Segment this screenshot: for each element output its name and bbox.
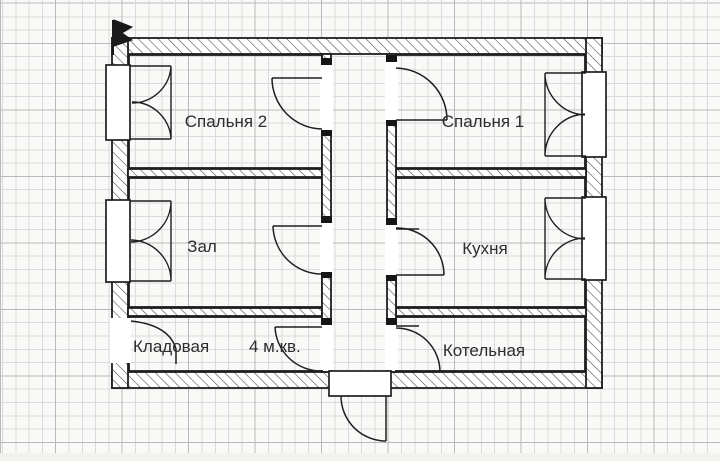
window-bedroom1	[544, 71, 607, 158]
label-storage: Кладовая	[133, 337, 209, 356]
walls	[111, 37, 603, 389]
door-boiler	[395, 325, 441, 373]
door-storage-exterior	[130, 320, 177, 364]
wall-mid-lower-left	[127, 307, 323, 317]
door-swing-arc	[271, 77, 323, 130]
window-sill	[581, 196, 607, 281]
door-swing-arc	[395, 67, 448, 121]
wall-bottom-left	[111, 371, 331, 389]
door-swing-arc	[130, 320, 177, 350]
door-jambs	[321, 55, 397, 325]
window-sill	[105, 64, 131, 141]
door-swing-arc	[274, 326, 322, 372]
door-swing-arc	[395, 327, 441, 373]
wall-mid-lower-right	[395, 307, 587, 317]
window-casement-arcs	[544, 197, 586, 280]
door-leaf	[396, 228, 444, 276]
window-bedroom2	[105, 64, 172, 141]
wall-bottom-right	[389, 371, 603, 389]
wall-mid-upper-right	[395, 168, 587, 178]
corner-flag-icon	[112, 19, 134, 55]
window-sill	[581, 71, 607, 158]
label-kitchen: Кухня	[462, 239, 508, 258]
wall-mid-upper-left	[127, 168, 323, 178]
label-bedroom2: Спальня 2	[185, 112, 268, 131]
window-casement-arcs	[130, 65, 172, 140]
door-bedroom1	[395, 67, 448, 121]
label-bedroom1: Спальня 1	[442, 112, 525, 131]
window-casement-arcs	[544, 72, 586, 157]
room-labels: Спальня 2 Спальня 1 Зал Кухня Кладовая 4…	[133, 112, 525, 360]
door-storage-corridor	[274, 326, 322, 372]
door-bedroom2	[271, 77, 323, 130]
label-storage-area: 4 м.кв.	[249, 337, 301, 356]
door-swing-arc	[272, 225, 323, 275]
door-swing-arc	[395, 227, 445, 276]
entrance-door-swing-arc	[340, 395, 387, 442]
wall-corridor-left	[321, 53, 332, 373]
room-hall	[128, 177, 323, 308]
window-casement-arcs	[130, 200, 172, 282]
door-hall	[272, 225, 323, 275]
room-outlines	[128, 54, 586, 372]
label-boiler: Котельная	[443, 341, 525, 360]
window-sill	[105, 199, 131, 283]
wall-top	[111, 37, 603, 55]
entrance	[328, 370, 392, 442]
window-kitchen	[544, 196, 607, 281]
label-hall: Зал	[187, 237, 217, 256]
door-kitchen	[395, 227, 445, 276]
wall-openings	[110, 62, 605, 370]
window-hall	[105, 199, 172, 283]
entrance-porch	[328, 370, 392, 397]
